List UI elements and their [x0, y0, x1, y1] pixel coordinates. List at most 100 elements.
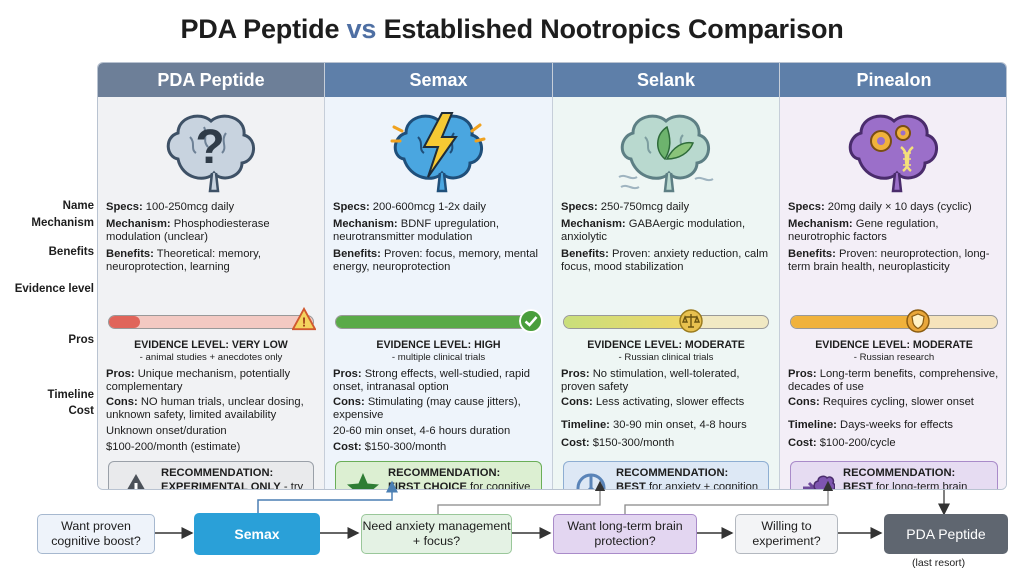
- evidence-bar: [790, 315, 998, 329]
- evidence-bar: [563, 315, 769, 329]
- mechanism-label: Mechanism:: [333, 218, 398, 230]
- warning-icon: [127, 474, 145, 489]
- rec-title: RECOMMENDATION:: [388, 467, 501, 479]
- row-label-pros: Pros: [68, 334, 94, 346]
- svg-text:?: ?: [195, 121, 224, 174]
- cons-label: Cons:: [106, 396, 138, 408]
- mechanism-label: Mechanism:: [561, 218, 626, 230]
- pros-value: Strong effects, well-studied, rapid onse…: [333, 368, 530, 394]
- brain-leaf-icon: [553, 107, 779, 199]
- brain-lightning-icon: [325, 107, 552, 199]
- specs-value: 20mg daily × 10 days (cyclic): [827, 201, 972, 213]
- pros-value: Unique mechanism, potentially complement…: [106, 368, 291, 394]
- benefits-label: Benefits:: [106, 248, 154, 260]
- cost-label: Cost:: [333, 441, 362, 453]
- recommendation-box: RECOMMENDATION: BEST for anxiety + cogni…: [563, 461, 769, 490]
- rec-strong: FIRST CHOICE: [388, 480, 467, 490]
- rec-rest: for long-term brain health: [875, 480, 968, 490]
- shield-icon: [906, 309, 930, 333]
- specs-value: 250-750mcg daily: [600, 201, 690, 213]
- timeline-value: Unknown onset/duration: [106, 425, 227, 437]
- star-icon: [347, 473, 379, 489]
- column-header-pda: PDA Peptide: [98, 63, 324, 97]
- evidence-note: - animal studies + anecdotes only: [139, 352, 283, 363]
- brain-question-mark-icon: ?: [98, 107, 324, 199]
- mechanism-label: Mechanism:: [788, 218, 853, 230]
- rec-strong: BEST: [616, 480, 646, 490]
- benefits-value: Theoretical: memory, neuroprotection, le…: [106, 248, 262, 274]
- checkmark-icon: [519, 309, 543, 333]
- mechanism-label: Mechanism:: [106, 218, 171, 230]
- flow-node-semax: Semax: [194, 513, 320, 555]
- rec-rest: for anxiety + cognition: [645, 480, 759, 490]
- specs-label: Specs:: [561, 201, 598, 213]
- brain-arrow-icon: [803, 475, 835, 489]
- recommendation-box: RECOMMENDATION: EXPERIMENTAL ONLY - try …: [108, 461, 314, 490]
- title-vs: vs: [346, 14, 377, 44]
- timeline-label: Timeline:: [561, 419, 610, 431]
- pros-label: Pros:: [788, 368, 817, 380]
- row-label-cost: Cost: [68, 405, 94, 417]
- flow-node-cognitive-boost: Want proven cognitive boost?: [37, 514, 155, 554]
- column-header-pinealon: Pinealon: [780, 63, 1006, 97]
- column-header-semax: Semax: [325, 63, 552, 97]
- evidence-bar: [335, 315, 542, 329]
- timeline-value: 30-90 min onset, 4-8 hours: [613, 419, 747, 431]
- timeline-value: Days-weeks for effects: [840, 419, 953, 431]
- cons-value: Stimulating (may cause jitters), expensi…: [333, 396, 521, 422]
- cons-label: Cons:: [333, 396, 365, 408]
- rec-strong: EXPERIMENTAL ONLY: [161, 480, 281, 490]
- evidence-note: - Russian clinical trials: [618, 352, 714, 363]
- benefits-label: Benefits:: [333, 248, 381, 260]
- specs-label: Specs:: [788, 201, 825, 213]
- specs-label: Specs:: [333, 201, 370, 213]
- evidence-bar: [108, 315, 314, 329]
- comparison-table: PDA Peptide ? Specs: 100-250mcg daily Me…: [97, 62, 1007, 490]
- rec-title: RECOMMENDATION:: [161, 467, 274, 479]
- warning-triangle-icon: !: [292, 307, 316, 331]
- row-label-evidence: Evidence level: [14, 283, 94, 295]
- pros-label: Pros:: [333, 368, 362, 380]
- column-selank: Selank Specs: 250-750mcg daily Mechanism…: [553, 63, 780, 490]
- pros-value: No stimulation, well-tolerated, proven s…: [561, 368, 740, 394]
- cons-value: Less activating, slower effects: [595, 396, 745, 408]
- brain-gears-dna-icon: [780, 107, 1006, 199]
- cost-value: $100-200/cycle: [819, 437, 896, 449]
- row-label-benefits: Benefits: [48, 246, 94, 258]
- row-label-timeline: Timeline: [47, 389, 94, 401]
- cons-value: Requires cycling, slower onset: [822, 396, 974, 408]
- pros-label: Pros:: [106, 368, 135, 380]
- rec-title: RECOMMENDATION:: [843, 467, 956, 479]
- cost-value: $150-300/month: [364, 441, 447, 453]
- recommendation-box: RECOMMENDATION: FIRST CHOICE for cogniti…: [335, 461, 542, 490]
- rec-title: RECOMMENDATION:: [616, 467, 729, 479]
- evidence-level-label: EVIDENCE LEVEL: MODERATE: [587, 339, 745, 351]
- scale-icon: [679, 309, 703, 333]
- evidence-note: - multiple clinical trials: [391, 352, 486, 363]
- row-label-name: Name: [62, 200, 94, 212]
- title-part-1: PDA Peptide: [180, 14, 340, 44]
- flow-node-experiment: Willing to experiment?: [735, 514, 838, 554]
- mechanism-value: Phosphodiesterase modulation (unclear): [106, 218, 270, 244]
- evidence-level-label: EVIDENCE LEVEL: HIGH: [376, 339, 501, 351]
- flow-node-anxiety: Need anxiety management + focus?: [361, 514, 512, 554]
- cost-value: $150-300/month: [592, 437, 675, 449]
- cost-value: $100-200/month (estimate): [106, 441, 241, 453]
- pros-value: Long-term benefits, comprehensive, decad…: [788, 368, 999, 394]
- cost-label: Cost:: [788, 437, 817, 449]
- benefits-label: Benefits:: [561, 248, 609, 260]
- cons-label: Cons:: [561, 396, 593, 408]
- cons-label: Cons:: [788, 396, 820, 408]
- cons-value: NO human trials, unclear dosing, unknown…: [106, 396, 304, 422]
- benefits-value: Proven: focus, memory, mental energy, ne…: [333, 248, 538, 274]
- evidence-level-label: EVIDENCE LEVEL: MODERATE: [815, 339, 973, 351]
- evidence-level-label: EVIDENCE LEVEL: VERY LOW: [134, 339, 288, 351]
- benefits-value: Proven: anxiety reduction, calm focus, m…: [561, 248, 769, 274]
- cost-label: Cost:: [561, 437, 590, 449]
- svg-text:!: !: [302, 314, 306, 329]
- benefits-value: Proven: neuroprotection, long-term brain…: [788, 248, 990, 274]
- last-resort-note: (last resort): [912, 557, 966, 569]
- benefits-label: Benefits:: [788, 248, 836, 260]
- recommendation-box: RECOMMENDATION: BEST for long-term brain…: [790, 461, 998, 490]
- specs-value: 200-600mcg 1-2x daily: [372, 201, 486, 213]
